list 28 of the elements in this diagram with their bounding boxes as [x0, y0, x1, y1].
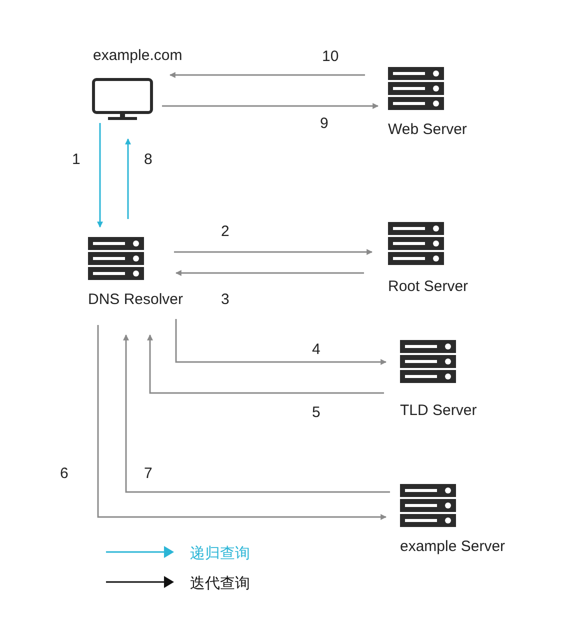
legend-label: 迭代查询: [190, 574, 250, 593]
edge-label: 7: [144, 465, 152, 482]
arrow: [97, 123, 103, 228]
arrow: [175, 270, 364, 276]
edge-label: 5: [312, 404, 320, 421]
edge-label: 4: [312, 341, 320, 358]
node-label: DNS Resolver: [88, 291, 184, 308]
arrow: [147, 334, 384, 394]
edge-label: 3: [221, 291, 230, 308]
arrow: [174, 249, 373, 255]
edge-label: 6: [60, 465, 68, 482]
edge-label: 2: [221, 223, 230, 240]
edge-label: 8: [144, 151, 152, 168]
arrow: [97, 325, 387, 520]
node-label: Web Server: [388, 121, 467, 138]
node-label: TLD Server: [400, 402, 477, 419]
arrow: [169, 72, 365, 78]
arrow: [175, 319, 387, 365]
arrow: [162, 103, 379, 109]
node-label: example.com: [93, 47, 182, 64]
arrow: [123, 334, 390, 493]
edge-label: 10: [322, 48, 339, 65]
node-label: Root Server: [388, 278, 468, 295]
edge-label: 1: [72, 151, 80, 168]
legend-label: 递归查询: [190, 544, 250, 563]
node-label: example Server: [400, 538, 506, 555]
edge-label: 9: [320, 115, 328, 132]
arrow: [125, 138, 131, 219]
